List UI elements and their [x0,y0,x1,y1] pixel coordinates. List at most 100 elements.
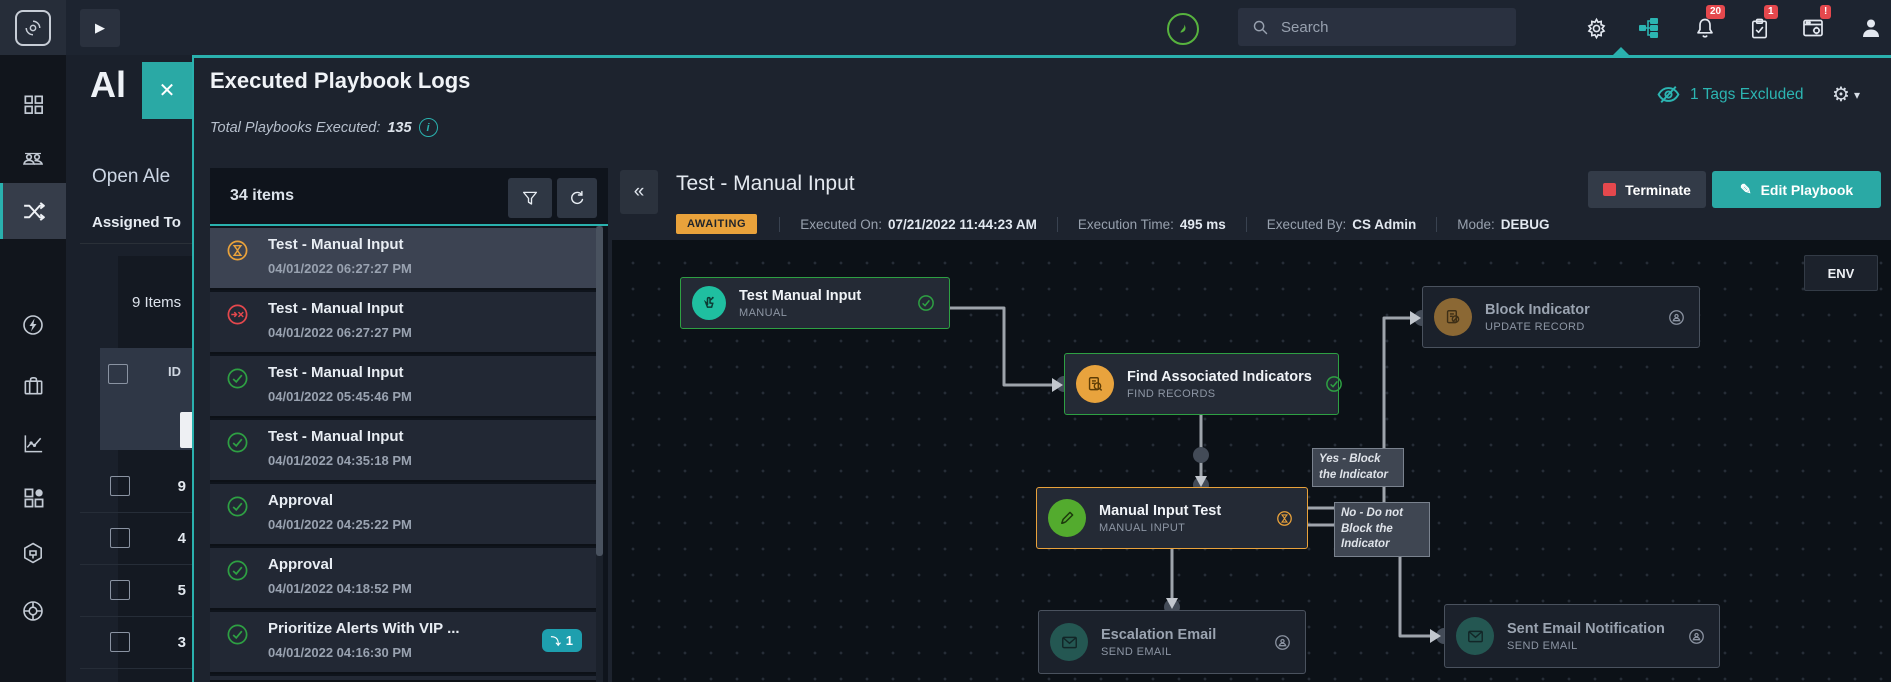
row-checkbox[interactable] [110,580,130,600]
expand-panel-button[interactable]: ▶ [80,9,120,47]
row-checkbox[interactable] [110,528,130,548]
node-block-indicator[interactable]: Block Indicator UPDATE RECORD [1422,286,1700,348]
manual-input-pencil-icon [1048,499,1086,537]
playbooks-sitemap-icon[interactable] [1636,15,1662,41]
node-subtitle: UPDATE RECORD [1485,321,1590,333]
search-input[interactable] [1279,18,1483,37]
log-list-item[interactable]: Test - Manual Input 04/01/2022 05:45:46 … [210,356,600,418]
node-title: Find Associated Indicators [1127,369,1312,385]
id-column-header: ID [168,364,181,379]
nav-widgets-icon[interactable] [0,471,66,523]
env-button[interactable]: ENV [1804,255,1878,291]
nav-connectors-hexagon-icon[interactable] [0,527,66,579]
pencil-icon: ✎ [1740,181,1752,198]
search-icon [1252,19,1269,36]
row-checkbox[interactable] [110,632,130,652]
nav-help-lifebuoy-icon[interactable] [0,585,66,637]
meta-label: Execution Time: [1078,217,1174,232]
user-avatar-icon[interactable] [1858,15,1884,41]
topbar: ▶ 20 1 ! [0,0,1891,55]
table-row[interactable]: 4 [80,512,192,565]
app-logo[interactable] [0,0,66,55]
meta-execution-time: Execution Time: 495 ms [1057,217,1246,232]
list-count: 34 items [230,187,294,205]
modal-close-button[interactable]: ✕ [142,62,192,119]
node-find-associated-indicators[interactable]: Find Associated Indicators FIND RECORDS [1064,353,1339,415]
gear-icon: ⚙ [1832,82,1850,107]
tags-excluded-label: 1 Tags Excluded [1690,86,1803,104]
terminate-button[interactable]: Terminate [1588,171,1706,208]
row-checkbox[interactable] [110,476,130,496]
node-subtitle: MANUAL INPUT [1099,522,1221,534]
table-row[interactable]: 5 [80,564,192,617]
nav-reports-chart-icon[interactable] [0,417,66,469]
close-icon: ✕ [159,78,176,103]
settings-gear-icon[interactable] [1583,15,1609,41]
node-manual-input-test[interactable]: Manual Input Test MANUAL INPUT [1036,487,1308,549]
node-subtitle: FIND RECORDS [1127,388,1312,400]
log-list-item[interactable]: Test - Manual Input 04/01/2022 04:35:18 … [210,420,600,482]
nav-cases-briefcase-icon[interactable] [0,359,66,411]
double-chevron-left-icon: « [634,181,645,203]
nav-playbooks-icon-selected[interactable] [0,183,66,239]
info-icon[interactable]: i [419,118,438,137]
edit-playbook-button[interactable]: ✎ Edit Playbook [1712,171,1881,208]
refresh-button[interactable] [557,178,597,218]
awaiting-hourglass-icon [226,239,249,262]
nav-automation-icon[interactable] [0,299,66,351]
success-check-icon [226,495,249,518]
send-email-icon [1050,623,1088,661]
modal-settings-control[interactable]: ⚙ ▾ [1832,82,1860,107]
node-escalation-email[interactable]: Escalation Email SEND EMAIL [1038,610,1306,674]
sync-status-icon[interactable] [1167,13,1199,45]
update-record-icon [1434,298,1472,336]
edge-label-no: No - Do not Block the Indicator [1334,502,1430,557]
success-check-icon [226,559,249,582]
log-item-time: 04/01/2022 06:27:27 PM [268,325,412,340]
env-label: ENV [1828,266,1855,281]
edge-label-yes: Yes - Block the Indicator [1312,448,1404,487]
log-list-item[interactable]: Approval 04/01/2022 04:25:22 PM [210,484,600,546]
notifications-badge: 20 [1706,5,1725,19]
chevron-down-icon: ⤵ [551,633,561,648]
table-row[interactable]: 3 [80,616,192,669]
node-success-check-icon [917,294,935,312]
node-title: Escalation Email [1101,627,1216,643]
filter-button[interactable] [508,178,552,218]
eye-slash-icon [1656,82,1681,107]
success-check-icon [226,367,249,390]
log-item-time: 04/01/2022 04:18:52 PM [268,581,412,596]
log-list-item-partial [210,676,600,682]
nav-dashboard-icon[interactable] [0,78,66,130]
playbook-canvas[interactable]: ENV Test Manual Input MANUAL Find Associ… [612,240,1891,682]
meta-value: DEBUG [1501,217,1550,232]
success-check-icon [226,623,249,646]
divider [80,243,192,244]
list-scrollbar[interactable] [596,226,603,682]
node-subtitle: SEND EMAIL [1101,646,1216,658]
node-sent-email-notification[interactable]: Sent Email Notification SEND EMAIL [1444,604,1720,668]
nav-team-icon[interactable] [0,133,66,185]
collapse-list-button[interactable]: « [620,170,658,214]
node-awaiting-hourglass-icon [1276,510,1293,527]
node-subtitle: MANUAL [739,307,861,319]
child-runs-badge[interactable]: ⤵ 1 [542,629,582,652]
tags-excluded-control[interactable]: 1 Tags Excluded [1656,82,1803,107]
select-all-checkbox[interactable] [108,364,128,384]
log-list-item[interactable]: Test - Manual Input 04/01/2022 06:27:27 … [210,228,600,290]
log-list-item[interactable]: Approval 04/01/2022 04:18:52 PM [210,548,600,610]
log-list-item[interactable]: Prioritize Alerts With VIP ... 04/01/202… [210,612,600,674]
log-item-time: 04/01/2022 04:16:30 PM [268,645,412,660]
table-row[interactable]: 9 [80,460,192,513]
execution-title: Test - Manual Input [676,172,855,196]
total-playbooks-label: Total Playbooks Executed: [210,120,380,136]
alerts-items-count: 9 Items [132,294,181,311]
global-search[interactable] [1238,8,1516,46]
meta-label: Executed On: [800,217,882,232]
node-title: Block Indicator [1485,302,1590,318]
node-test-manual-input[interactable]: Test Manual Input MANUAL [680,277,950,329]
row-id: 3 [178,634,186,651]
modal-pointer-notch [1612,47,1630,56]
list-scrollbar-thumb[interactable] [596,226,603,556]
log-list-item[interactable]: Test - Manual Input 04/01/2022 06:27:27 … [210,292,600,354]
